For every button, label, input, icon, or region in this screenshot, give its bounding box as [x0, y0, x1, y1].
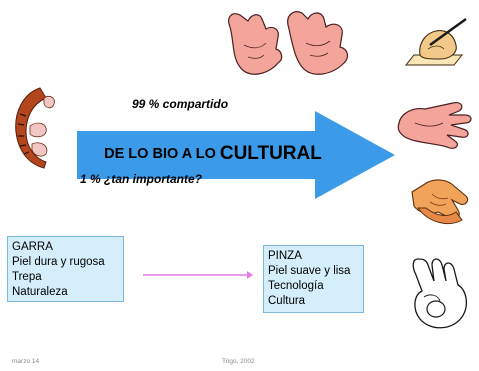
shared-percentage-label: 99 % compartido [132, 97, 229, 111]
garra-line-4: Naturaleza [12, 286, 68, 298]
open-hands-image [228, 11, 349, 75]
pinza-line-2: Piel suave y lisa [268, 265, 351, 277]
pinza-box: PINZA Piel suave y lisa Tecnología Cultu… [263, 245, 364, 313]
garra-line-2: Piel dura y rugosa [12, 256, 105, 268]
garra-line-3: Trepa [12, 271, 42, 283]
footer-date: marzo 14 [12, 358, 40, 365]
connector-arrow [143, 271, 253, 279]
arrow-title: DE LO BIO A LO CULTURAL [82, 141, 344, 167]
handshake-image [411, 179, 469, 224]
open-palm-image [397, 102, 472, 149]
writing-hand-image [404, 17, 467, 66]
arrow-title-part1: DE LO BIO A LO [104, 146, 216, 162]
garra-line-1: GARRA [12, 241, 53, 253]
pinza-line-4: Cultura [268, 295, 306, 307]
important-percentage-label: 1 % ¿tan importante? [80, 172, 203, 186]
ok-hand-image [412, 258, 468, 329]
pinza-line-1: PINZA [268, 250, 302, 262]
claw-image [15, 87, 55, 169]
garra-box: GARRA Piel dura y rugosa Trepa Naturalez… [7, 236, 124, 302]
arrow-title-part2: CULTURAL [219, 143, 322, 164]
bio-to-cultural-arrow [77, 111, 395, 199]
footer-source: Trigo, 2002 [222, 358, 255, 365]
pinza-line-3: Tecnología [268, 280, 324, 292]
